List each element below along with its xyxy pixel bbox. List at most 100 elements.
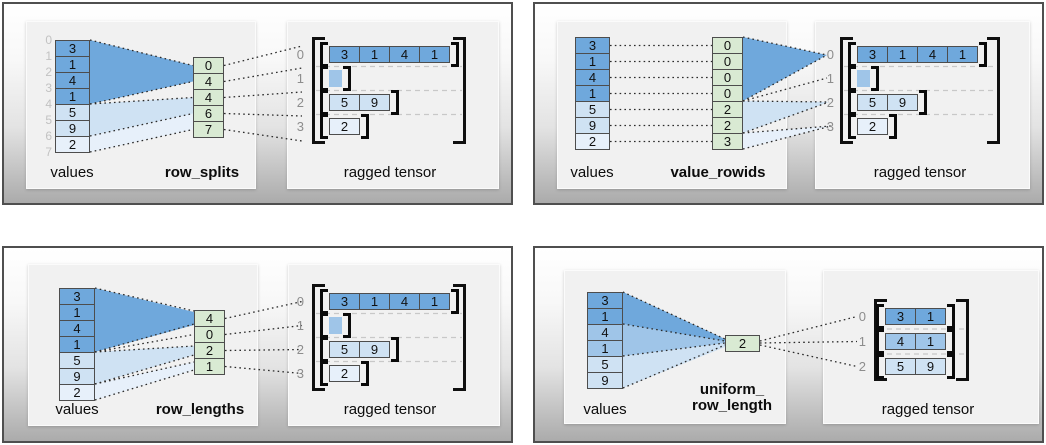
value-index-label: 0 — [45, 33, 52, 47]
value-cell: 5 — [59, 352, 95, 369]
row-index-label: 1 — [296, 317, 304, 333]
row-close-bracket — [947, 354, 955, 379]
value-index-label: 3 — [45, 81, 52, 95]
value-cell: 4 — [587, 324, 623, 341]
tensor-close-bracket — [987, 37, 1000, 144]
partition-cell: 0 — [712, 85, 743, 102]
value-cell: 2 — [575, 133, 610, 150]
row-index-label: 0 — [296, 293, 304, 309]
row-index-label: 0 — [858, 308, 866, 324]
value-cell: 2 — [55, 136, 90, 153]
tensor-cell: 1 — [419, 293, 450, 310]
value-index-label: 7 — [45, 145, 52, 159]
row-index-label: 1 — [296, 70, 304, 86]
value-cell: 3 — [587, 292, 623, 309]
row-open-bracket — [876, 304, 884, 329]
row-close-bracket — [979, 42, 987, 67]
partition-cell: 2 — [725, 335, 760, 352]
tensor-cell: 3 — [329, 46, 360, 63]
value-index-label: 1 — [45, 49, 52, 63]
row-open-bracket — [876, 329, 884, 354]
value-cell: 9 — [587, 372, 623, 389]
tensor-cell: 1 — [419, 46, 450, 63]
value-index-label: 4 — [45, 97, 52, 111]
value-cell: 1 — [575, 85, 610, 102]
row-index-label: 2 — [826, 94, 834, 110]
row-open-bracket — [320, 361, 328, 386]
partition-cell: 2 — [194, 342, 225, 359]
row-index-label: 0 — [826, 46, 834, 62]
tensor-cell: 3 — [329, 293, 360, 310]
value-cell: 1 — [59, 304, 95, 321]
ragged-tensor-label: ragged tensor — [873, 164, 967, 181]
row-close-bracket — [889, 114, 897, 139]
value-cell: 1 — [59, 336, 95, 353]
row-open-bracket — [848, 66, 856, 91]
partition-label: uniform_ — [699, 381, 765, 398]
row-index-label: 1 — [858, 333, 866, 349]
values-label: values — [55, 401, 99, 418]
ragged-tensor-label: ragged tensor — [343, 164, 437, 181]
partition-cell: 0 — [193, 57, 224, 74]
tensor-cell: 9 — [359, 94, 390, 111]
value-cell: 4 — [575, 69, 610, 86]
row-open-bracket — [320, 42, 328, 67]
value-cell: 3 — [59, 288, 95, 305]
partition-cell: 4 — [193, 89, 224, 106]
row-close-bracket — [361, 114, 369, 139]
value-cell: 1 — [55, 56, 90, 73]
tensor-cell: 2 — [329, 118, 360, 135]
tensor-empty-row-cell — [857, 70, 870, 87]
value-cell: 1 — [55, 88, 90, 105]
tensor-open-bracket — [874, 299, 887, 381]
value-cell: 5 — [575, 101, 610, 118]
value-cell: 1 — [575, 53, 610, 70]
partition-cell: 0 — [712, 69, 743, 86]
value-cell: 4 — [59, 320, 95, 337]
partition-cell: 4 — [193, 73, 224, 90]
tensor-close-bracket — [453, 284, 466, 391]
row-index-label: 3 — [826, 118, 834, 134]
row-open-bracket — [320, 90, 328, 115]
row-index-label: 2 — [296, 341, 304, 357]
row-open-bracket — [320, 66, 328, 91]
values-label: values — [50, 164, 94, 181]
tensor-cell: 1 — [359, 293, 390, 310]
value-cell: 9 — [59, 368, 95, 385]
row-open-bracket — [320, 313, 328, 338]
tensor-cell: 4 — [917, 46, 948, 63]
partition-label: row_splits — [164, 164, 240, 181]
partition-cell: 0 — [712, 53, 743, 70]
row-index-label: 0 — [296, 46, 304, 62]
value-index-label: 6 — [45, 129, 52, 143]
tensor-cell: 5 — [329, 94, 360, 111]
value-cell: 2 — [59, 384, 95, 401]
tensor-cell: 1 — [915, 308, 946, 325]
tensor-cell: 4 — [885, 333, 916, 350]
tensor-cell: 4 — [389, 293, 420, 310]
row-index-label: 2 — [858, 358, 866, 374]
row-close-bracket — [947, 304, 955, 329]
tensor-cell: 1 — [887, 46, 918, 63]
row-open-bracket — [320, 114, 328, 139]
partition-cell: 0 — [712, 37, 743, 54]
partition-cell: 2 — [712, 101, 743, 118]
row-close-bracket — [361, 361, 369, 386]
tensor-cell: 2 — [857, 118, 888, 135]
values-label: values — [583, 401, 627, 418]
partition-cell: 0 — [194, 326, 225, 343]
row-index-label: 2 — [296, 94, 304, 110]
partition-label: value_rowids — [670, 164, 766, 181]
tensor-cell: 4 — [389, 46, 420, 63]
tensor-cell: 9 — [887, 94, 918, 111]
tensor-close-bracket — [453, 37, 466, 144]
row-open-bracket — [320, 289, 328, 314]
value-cell: 9 — [575, 117, 610, 134]
value-cell: 5 — [587, 356, 623, 373]
tensor-cell: 1 — [915, 333, 946, 350]
value-index-label: 2 — [45, 65, 52, 79]
